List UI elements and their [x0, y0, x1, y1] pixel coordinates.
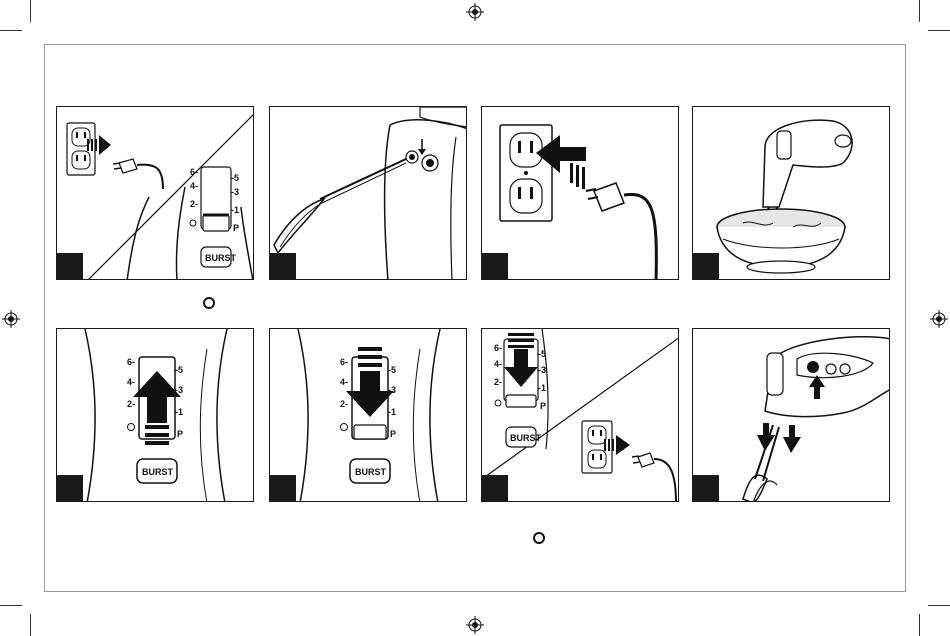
crop-mark [0, 605, 22, 606]
speed-label-6: 6- [494, 343, 502, 353]
speed-label-p: P [233, 223, 239, 233]
speed-label-2: 2- [127, 399, 135, 409]
speed-label-3: -3 [388, 385, 396, 395]
registration-mark-left [2, 310, 20, 328]
off-position-symbol [203, 297, 215, 309]
burst-button-label: BURST [205, 253, 237, 263]
off-position-symbol [533, 532, 545, 544]
illustration-mixer-in-bowl [693, 107, 890, 280]
speed-label-6: 6- [340, 357, 348, 367]
speed-label-5: -5 [388, 365, 396, 375]
speed-label-3: -3 [231, 187, 239, 197]
step-number-box [482, 475, 508, 501]
speed-label-p: P [390, 429, 396, 439]
speed-label-1: -1 [175, 407, 183, 417]
illustration-slider-down: 6- 4- 2- -5 -3 -1 P BURST [270, 329, 467, 502]
speed-label-1: -1 [538, 383, 546, 393]
speed-label-p: P [177, 429, 183, 439]
crop-mark [30, 0, 31, 22]
panel-7-off-and-unplug: 6- 4- 2- -5 -3 -1 P BURST [481, 328, 679, 502]
speed-label-2: 2- [190, 199, 198, 209]
crop-mark [919, 614, 920, 636]
step-number-box [270, 475, 296, 501]
speed-label-2: 2- [340, 399, 348, 409]
speed-label-5: -5 [175, 365, 183, 375]
panel-3-plug-in [481, 106, 679, 280]
step-number-box [693, 475, 719, 501]
speed-label-1: -1 [231, 205, 239, 215]
speed-label-6: 6- [127, 357, 135, 367]
speed-label-3: -3 [538, 365, 546, 375]
illustration-off-and-unplug: 6- 4- 2- -5 -3 -1 P BURST [482, 329, 679, 502]
speed-label-5: -5 [231, 173, 239, 183]
panel-2-insert-beaters [269, 106, 467, 280]
panel-4-mixer-in-bowl [692, 106, 890, 280]
speed-label-4: 4- [340, 377, 348, 387]
burst-button-label: BURST [142, 467, 174, 477]
registration-mark-bottom [466, 616, 484, 634]
step-number-box [270, 253, 296, 279]
speed-label-4: 4- [127, 377, 135, 387]
illustration-plug-in [482, 107, 679, 280]
panel-6-slider-down: 6- 4- 2- -5 -3 -1 P BURST [269, 328, 467, 502]
crop-mark [919, 0, 920, 22]
step-number-box [482, 253, 508, 279]
registration-mark-top [466, 3, 484, 21]
burst-button-label: BURST [510, 433, 542, 443]
illustration-insert-beaters [270, 107, 467, 280]
speed-label-2: 2- [494, 377, 502, 387]
speed-label-5: -5 [538, 349, 546, 359]
speed-label-4: 4- [190, 181, 198, 191]
speed-label-4: 4- [494, 359, 502, 369]
crop-mark [30, 614, 31, 636]
panel-8-eject-beaters [692, 328, 890, 502]
crop-mark [928, 605, 950, 606]
speed-label-1: -1 [388, 407, 396, 417]
illustration-eject-beaters [693, 329, 890, 502]
crop-mark [928, 30, 950, 31]
panel-1-unplug: 6- 4- 2- -5 -3 -1 P BURST [56, 106, 254, 280]
step-number-box [57, 475, 83, 501]
step-number-box [693, 253, 719, 279]
speed-label-p: P [540, 401, 546, 411]
speed-label-3: -3 [175, 385, 183, 395]
step-number-box [57, 253, 83, 279]
panel-5-slider-up: 6- 4- 2- -5 -3 -1 P BURST [56, 328, 254, 502]
illustration-slider-up: 6- 4- 2- -5 -3 -1 P BURST [57, 329, 254, 502]
crop-mark [0, 30, 22, 31]
registration-mark-right [930, 310, 948, 328]
illustration-unplug: 6- 4- 2- -5 -3 -1 P BURST [57, 107, 254, 280]
burst-button-label: BURST [355, 467, 387, 477]
speed-label-6: 6- [190, 167, 198, 177]
